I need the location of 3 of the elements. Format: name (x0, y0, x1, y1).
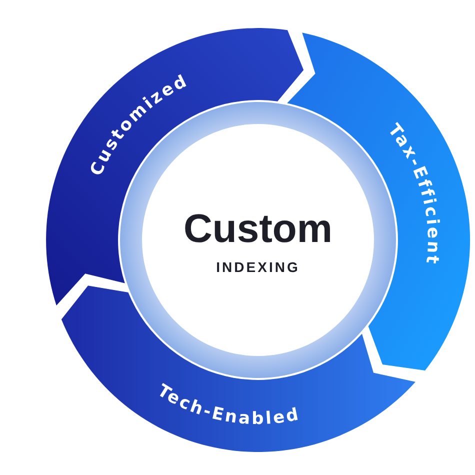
center-subtitle: INDEXING (216, 259, 300, 275)
ring-segment (61, 286, 416, 452)
center-title: Custom (184, 207, 332, 251)
